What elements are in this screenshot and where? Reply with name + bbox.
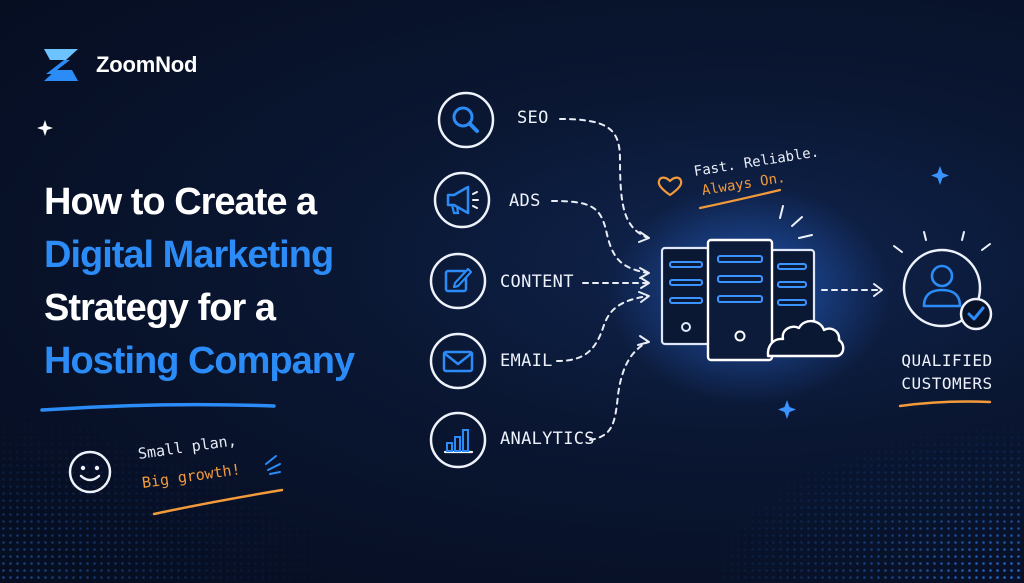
spark-lines-icon: [265, 455, 281, 475]
bar-chart-icon: [429, 411, 487, 469]
result-label-line-2: CUSTOMERS: [901, 374, 993, 393]
result-underline: [898, 400, 992, 408]
channel-label-seo: SEO: [517, 108, 549, 128]
megaphone-icon: [433, 171, 491, 229]
tagline-underline: [152, 488, 284, 516]
brand-name: ZoomNod: [96, 52, 198, 77]
heart-icon: [657, 176, 683, 197]
envelope-icon: [429, 332, 487, 390]
cloud-icon: [766, 319, 845, 358]
sparkle-icon: [778, 400, 796, 419]
channel-label-email: EMAIL: [500, 351, 553, 371]
z-logo-icon: [44, 49, 78, 81]
headline-underline: [40, 402, 276, 412]
channel-label-analytics: ANALYTICS: [500, 429, 595, 449]
smiley-icon: [68, 450, 112, 494]
channel-label-content: CONTENT: [500, 272, 574, 292]
headline-line-4: Hosting Company: [44, 340, 355, 382]
result-label-line-1: QUALIFIED: [901, 351, 993, 370]
server-cloud-icon: [660, 205, 845, 362]
arrow-analytics: [589, 341, 649, 441]
arrow-ads: [551, 200, 649, 274]
sparkle-icon: [931, 166, 949, 185]
halftone-left: [0, 400, 360, 583]
magnifier-icon: [437, 91, 495, 149]
server-center: [706, 238, 774, 362]
halftone-right: [700, 420, 1024, 583]
sparkle-icon: [37, 120, 53, 136]
headline-line-3: Strategy for a: [44, 287, 276, 329]
arrow-email: [556, 295, 649, 362]
channel-label-ads: ADS: [509, 191, 541, 211]
arrow-seo: [559, 118, 649, 239]
headline-line-2: Digital Marketing: [44, 234, 334, 276]
user-check-icon: [893, 231, 993, 331]
edit-icon: [429, 252, 487, 310]
server-left: [660, 246, 712, 346]
hosting-note-underline: [698, 188, 782, 210]
headline-line-1: How to Create a: [44, 181, 317, 223]
